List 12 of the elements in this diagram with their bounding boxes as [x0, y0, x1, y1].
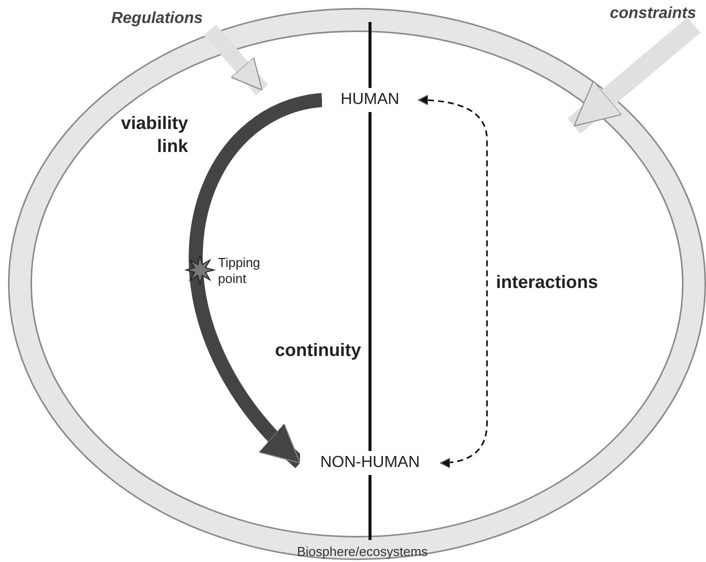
arrow — [189, 93, 324, 468]
arrow — [204, 24, 268, 96]
text-label: viability link — [120, 112, 188, 157]
ellipse-ring — [8, 8, 706, 560]
heading-label: constraints — [600, 3, 706, 25]
ring-label: Biosphere/ecosystems — [297, 544, 428, 560]
edge-label: interactions — [496, 272, 598, 293]
text-label: Tipping point — [218, 255, 262, 288]
arrow — [568, 17, 700, 134]
double-arrow — [418, 94, 488, 468]
heading-label: Regulations — [92, 8, 222, 30]
text-label: continuity — [275, 340, 361, 361]
